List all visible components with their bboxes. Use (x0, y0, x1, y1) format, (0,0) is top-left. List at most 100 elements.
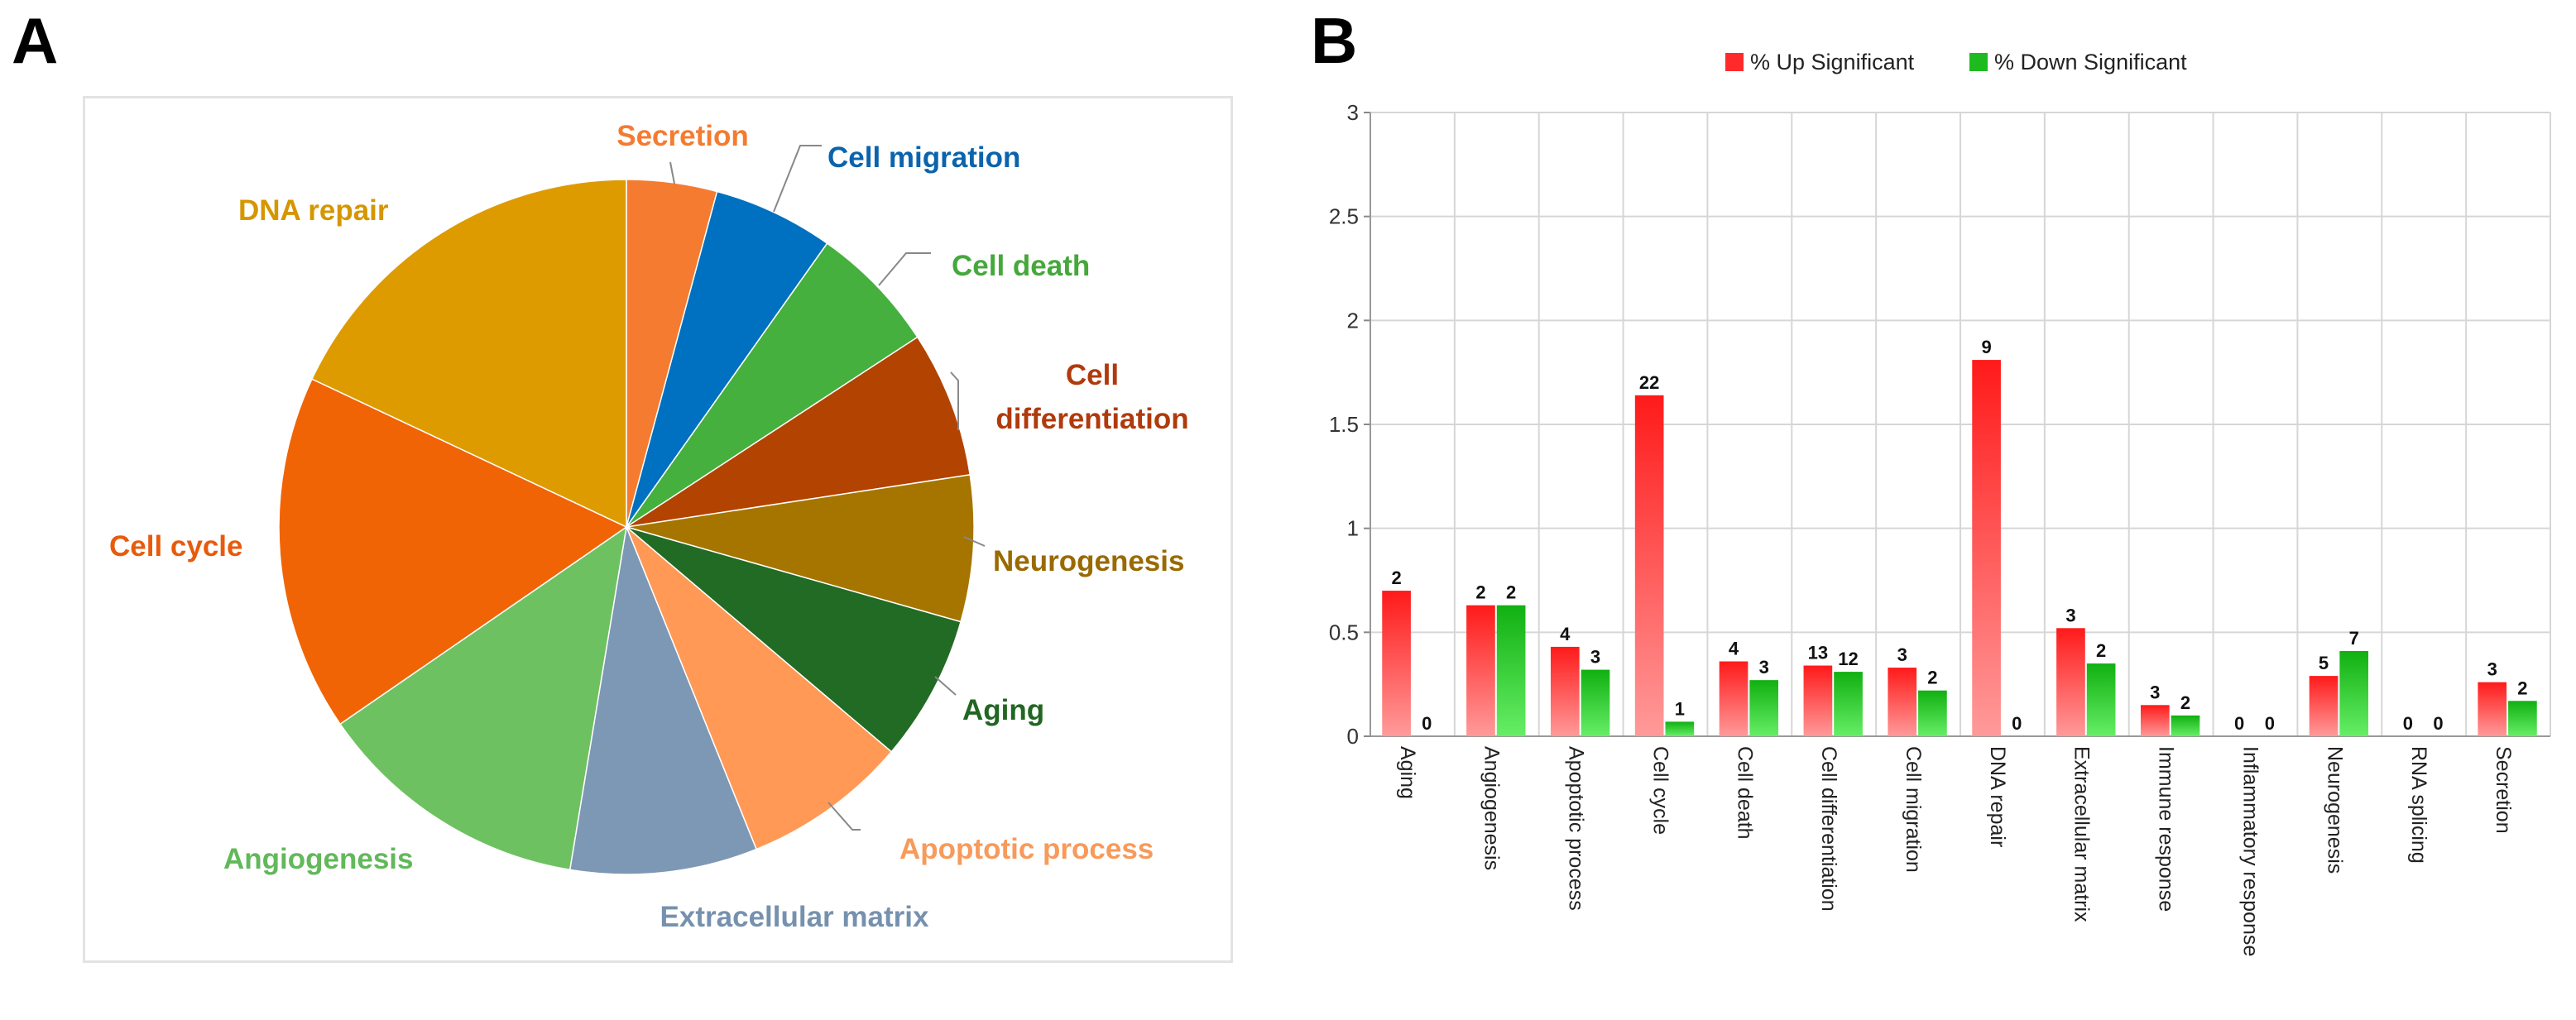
pie-slice-extracellular-matrix (568, 524, 758, 875)
y-tick-label: 0.5 (1329, 620, 1359, 644)
data-label-up-significant-aging: 2 (1391, 567, 1401, 588)
bar-down-significant-angiogenesis (1496, 605, 1526, 736)
pie-leader-aging (934, 676, 957, 696)
bar-up-significant-secretion (2478, 682, 2507, 736)
y-tick-label: 3 (1347, 100, 1359, 125)
panel-b-letter: B (1311, 4, 1358, 77)
data-label-down-significant-rna-splicing: 0 (2433, 713, 2443, 734)
x-tick-label-extracellular-matrix: Extracellular matrix (2070, 746, 2094, 922)
data-label-down-significant-dna-repair: 0 (2012, 713, 2022, 734)
bar-up-significant-neurogenesis (2309, 676, 2339, 736)
pie-slice-apoptotic-process (626, 526, 893, 850)
data-label-up-significant-rna-splicing: 0 (2403, 713, 2413, 734)
bar-down-significant-cell-cycle (1665, 721, 1695, 736)
pie-label-secretion: Secretion (616, 120, 749, 152)
data-label-up-significant-inflammatory-response: 0 (2234, 713, 2244, 734)
bar-up-significant-aging (1382, 591, 1411, 736)
pie-label-cell-migration: Cell migration (827, 141, 1020, 174)
data-label-up-significant-extracellular-matrix: 3 (2065, 605, 2075, 625)
x-tick-label-secretion: Secretion (2492, 746, 2515, 834)
data-label-up-significant-immune-response: 3 (2150, 682, 2160, 702)
bar-up-significant-immune-response (2140, 705, 2170, 736)
data-label-up-significant-cell-migration: 3 (1897, 644, 1907, 665)
x-tick-label-cell-migration: Cell migration (1902, 746, 1925, 873)
pie-label-apoptotic-process: Apoptotic process (899, 833, 1154, 865)
data-label-down-significant-cell-death: 3 (1759, 657, 1769, 678)
x-tick-label-angiogenesis: Angiogenesis (1480, 746, 1504, 870)
y-tick-label: 1 (1347, 516, 1359, 541)
data-label-up-significant-cell-cycle: 22 (1639, 372, 1659, 393)
bar-down-significant-apoptotic-process (1581, 669, 1610, 736)
y-tick-label: 2 (1347, 308, 1359, 333)
bar-up-significant-cell-differentiation (1803, 665, 1833, 736)
bar-down-significant-secretion (2508, 701, 2537, 736)
pie-slice-angiogenesis (339, 525, 628, 871)
data-label-down-significant-aging: 0 (1422, 713, 1432, 734)
data-label-down-significant-apoptotic-process: 3 (1590, 647, 1600, 668)
pie-label-dna-repair: DNA repair (238, 194, 389, 227)
x-tick-label-aging: Aging (1396, 746, 1419, 799)
pie-label-aging: Aging (962, 694, 1044, 726)
x-tick-label-apoptotic-process: Apoptotic process (1565, 746, 1588, 911)
pie-leader-cell-migration (773, 145, 822, 213)
data-label-up-significant-angiogenesis: 2 (1475, 582, 1485, 603)
data-label-down-significant-cell-cycle: 1 (1675, 698, 1685, 719)
data-label-up-significant-neurogenesis: 5 (2319, 653, 2329, 673)
bar-up-significant-cell-cycle (1634, 395, 1664, 736)
bar-up-significant-cell-migration (1888, 668, 1917, 736)
y-tick-label: 1.5 (1329, 412, 1359, 437)
bar-up-significant-cell-death (1719, 661, 1749, 736)
legend-swatch-up-significant (1725, 53, 1744, 71)
pie-leader-cell-differentiation (950, 371, 959, 430)
pie-slice-aging (626, 526, 962, 753)
bar-down-significant-extracellular-matrix (2086, 663, 2116, 736)
pie-slice-neurogenesis (626, 474, 975, 623)
data-label-up-significant-cell-differentiation: 13 (1808, 643, 1828, 663)
pie-leader-cell-death (878, 252, 931, 286)
bar-down-significant-cell-migration (1918, 690, 1947, 736)
data-label-down-significant-cell-migration: 2 (1927, 668, 1937, 688)
x-tick-label-cell-death: Cell death (1733, 746, 1756, 840)
pie-chart-frame (83, 96, 1233, 963)
x-tick-label-cell-differentiation: Cell differentiation (1817, 746, 1840, 912)
bar-down-significant-cell-death (1749, 680, 1779, 736)
legend-swatch-down-significant (1969, 53, 1988, 71)
pie-slice-cell-death (626, 242, 919, 528)
pie-label-angiogenesis: Angiogenesis (223, 843, 413, 875)
x-tick-label-rna-splicing: RNA splicing (2407, 746, 2430, 864)
pie-slice-cell-differentiation (626, 336, 971, 528)
data-label-down-significant-extracellular-matrix: 2 (2096, 640, 2106, 661)
x-tick-label-dna-repair: DNA repair (1986, 746, 2009, 847)
data-label-down-significant-neurogenesis: 7 (2349, 628, 2359, 649)
panel-a-letter: A (12, 4, 59, 77)
data-label-up-significant-dna-repair: 9 (1981, 337, 1991, 357)
bar-up-significant-dna-repair (1972, 360, 2001, 736)
data-label-down-significant-inflammatory-response: 0 (2265, 713, 2275, 734)
pie-leader-apoptotic-process (827, 802, 861, 831)
data-label-up-significant-secretion: 3 (2487, 659, 2497, 680)
x-tick-label-cell-cycle: Cell cycle (1648, 746, 1672, 835)
bar-up-significant-apoptotic-process (1550, 646, 1580, 736)
y-tick-label: 0 (1347, 724, 1359, 749)
pie-slice-dna-repair (310, 179, 627, 529)
legend-label-down-significant: % Down Significant (1994, 50, 2187, 74)
pie-label-cell-cycle: Cell cycle (109, 530, 243, 563)
pie-leader-secretion (669, 161, 675, 184)
legend-label-up-significant: % Up Significant (1750, 50, 1915, 74)
bar-up-significant-extracellular-matrix (2056, 628, 2085, 736)
bar-down-significant-immune-response (2171, 715, 2200, 736)
pie-label-extracellular-matrix: Extracellular matrix (660, 901, 929, 933)
data-label-down-significant-secretion: 2 (2517, 678, 2527, 698)
x-tick-label-inflammatory-response: Inflammatory response (2238, 746, 2262, 956)
data-label-down-significant-cell-differentiation: 12 (1838, 649, 1858, 669)
data-label-down-significant-angiogenesis: 2 (1506, 582, 1516, 603)
pie-slice-cell-migration (626, 190, 828, 528)
pie-label-neurogenesis: Neurogenesis (993, 545, 1184, 577)
bar-up-significant-angiogenesis (1466, 605, 1495, 736)
pie-slice-cell-cycle (278, 378, 628, 725)
data-label-up-significant-apoptotic-process: 4 (1560, 624, 1571, 644)
bar-down-significant-neurogenesis (2339, 650, 2369, 736)
